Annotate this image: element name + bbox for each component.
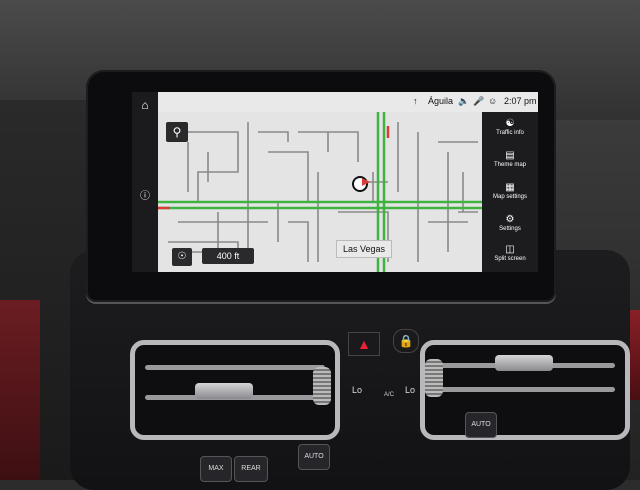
home-icon[interactable]: ⌂ xyxy=(141,98,149,112)
left-vent-knob[interactable] xyxy=(195,383,253,399)
theme-map-item[interactable]: ▤ Theme map xyxy=(482,150,538,168)
right-vent-wheel[interactable] xyxy=(425,359,443,397)
city-label: Las Vegas xyxy=(336,240,393,258)
right-vent[interactable] xyxy=(420,340,630,440)
lock-button[interactable]: 🔒 xyxy=(393,329,419,353)
air-vents xyxy=(120,340,630,450)
traffic-icon: ☯ xyxy=(505,118,515,129)
nav-arrow-icon: ↑ xyxy=(413,96,418,106)
map-settings-icon: ▦ xyxy=(505,182,515,193)
left-vent-wheel[interactable] xyxy=(313,367,331,405)
volume-icon: 🔈 xyxy=(458,96,470,106)
split-screen-item[interactable]: ◫ Split screen xyxy=(482,244,538,262)
left-temp: Lo xyxy=(352,385,363,395)
status-bar: ↑ Águila 🔈 🎤 ☺ 2:07 pm xyxy=(158,92,538,112)
left-vent[interactable] xyxy=(130,340,340,440)
time-label: 2:07 pm xyxy=(504,96,537,106)
theme-map-icon: ▤ xyxy=(505,150,515,161)
map-svg xyxy=(158,112,482,272)
split-screen-label: Split screen xyxy=(494,256,526,262)
map-settings-item[interactable]: ▦ Map settings xyxy=(482,182,538,200)
gear-icon: ⚙ xyxy=(505,214,515,225)
heading-arrow-icon xyxy=(362,178,370,186)
rear-button[interactable]: REAR xyxy=(234,456,268,482)
destination-label: Águila xyxy=(428,96,454,106)
infotainment-screen: ⌂ ⓘ ↑ Águila 🔈 🎤 ☺ 2:07 pm xyxy=(132,92,538,272)
map-view[interactable]: ⚲ ☉ 400 ft Las Vegas xyxy=(158,112,482,272)
hazard-button[interactable]: ▲ xyxy=(348,332,380,356)
person-icon: ☺ xyxy=(488,96,498,106)
right-vent-knob[interactable] xyxy=(495,355,553,371)
split-screen-icon: ◫ xyxy=(505,244,515,255)
traffic-info-label: Traffic info xyxy=(496,130,524,136)
info-icon[interactable]: ⓘ xyxy=(140,191,150,202)
ac-label: A/C xyxy=(384,392,395,398)
compass-icon[interactable]: ☉ xyxy=(172,248,192,266)
search-icon[interactable]: ⚲ xyxy=(166,122,188,142)
max-button[interactable]: MAX xyxy=(200,456,232,482)
theme-map-label: Theme map xyxy=(493,162,526,168)
map-settings-label: Map settings xyxy=(492,194,528,200)
right-panel: ☯ Traffic info ▤ Theme map ▦ Map setting… xyxy=(482,112,538,272)
left-sidebar: ⌂ ⓘ xyxy=(132,92,158,272)
seat-left xyxy=(0,300,40,480)
auto-button-left[interactable]: AUTO xyxy=(298,444,330,470)
traffic-info-item[interactable]: ☯ Traffic info xyxy=(482,118,538,136)
scale-indicator: 400 ft xyxy=(202,248,254,264)
settings-label: Settings xyxy=(499,226,521,232)
right-temp: Lo xyxy=(405,385,416,395)
settings-item[interactable]: ⚙ Settings xyxy=(482,214,538,232)
scale-label: 400 ft xyxy=(216,251,240,261)
mic-icon: 🎤 xyxy=(473,96,485,106)
auto-button-right[interactable]: AUTO xyxy=(465,412,497,438)
